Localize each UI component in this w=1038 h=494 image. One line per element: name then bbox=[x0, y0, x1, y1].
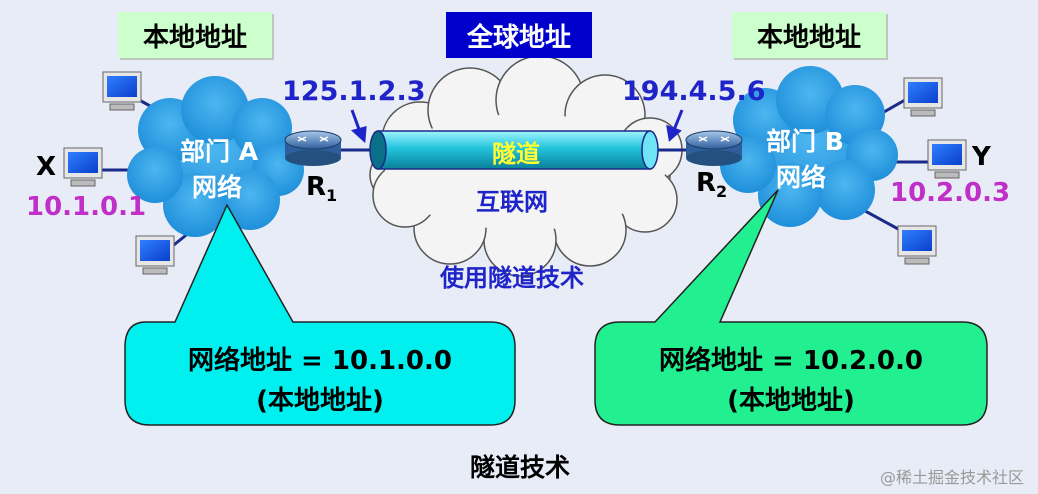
computer-icon bbox=[102, 71, 142, 111]
router2-ip: 194.4.5.6 bbox=[622, 76, 766, 107]
router1-label: R1 bbox=[306, 172, 338, 206]
host-y-ip: 10.2.0.3 bbox=[890, 178, 1011, 208]
router2-label: R2 bbox=[696, 168, 728, 202]
callout-b-note: (本地地址) bbox=[727, 386, 855, 416]
callout-b-address: 网络地址 = 10.2.0.0 bbox=[659, 346, 923, 376]
watermark: @稀土掘金技术社区 bbox=[879, 468, 1024, 487]
computer-icon bbox=[903, 77, 943, 117]
local-address-label-left: 本地地址 bbox=[118, 12, 272, 58]
tunnel-label: 隧道 bbox=[492, 140, 540, 168]
arrow-icon bbox=[666, 109, 684, 142]
host-x-ip: 10.1.0.1 bbox=[26, 192, 147, 222]
tunnel-tech-label: 使用隧道技术 bbox=[440, 264, 584, 292]
dept-a-network-label: 网络 bbox=[192, 173, 243, 202]
dept-b-cloud bbox=[720, 66, 898, 227]
internet-label: 互联网 bbox=[476, 188, 548, 216]
callout-b-shape bbox=[594, 189, 988, 426]
callout-a-shape bbox=[124, 203, 516, 426]
host-x-label: X bbox=[36, 152, 57, 182]
caption: 隧道技术 bbox=[470, 453, 571, 482]
tunnel-tube bbox=[369, 130, 659, 170]
local-address-label-right: 本地地址 bbox=[732, 12, 886, 58]
computer-icon bbox=[63, 147, 103, 187]
computer-icon bbox=[897, 225, 937, 265]
router-icon bbox=[685, 130, 743, 166]
callout-a-address: 网络地址 = 10.1.0.0 bbox=[188, 346, 452, 376]
host-y-label: Y bbox=[972, 142, 991, 172]
router1-ip: 125.1.2.3 bbox=[282, 76, 426, 107]
dept-b-network-label: 网络 bbox=[776, 163, 827, 192]
dept-a-label: 部门 A bbox=[180, 137, 259, 166]
computer-icon bbox=[135, 235, 175, 275]
dept-a-cloud bbox=[127, 76, 304, 237]
arrow-icon bbox=[350, 109, 367, 144]
global-address-label: 全球地址 bbox=[446, 12, 592, 58]
computer-icon bbox=[927, 139, 967, 179]
callout-a-note: (本地地址) bbox=[256, 386, 384, 416]
dept-b-label: 部门 B bbox=[766, 127, 844, 156]
router-icon bbox=[284, 130, 342, 166]
